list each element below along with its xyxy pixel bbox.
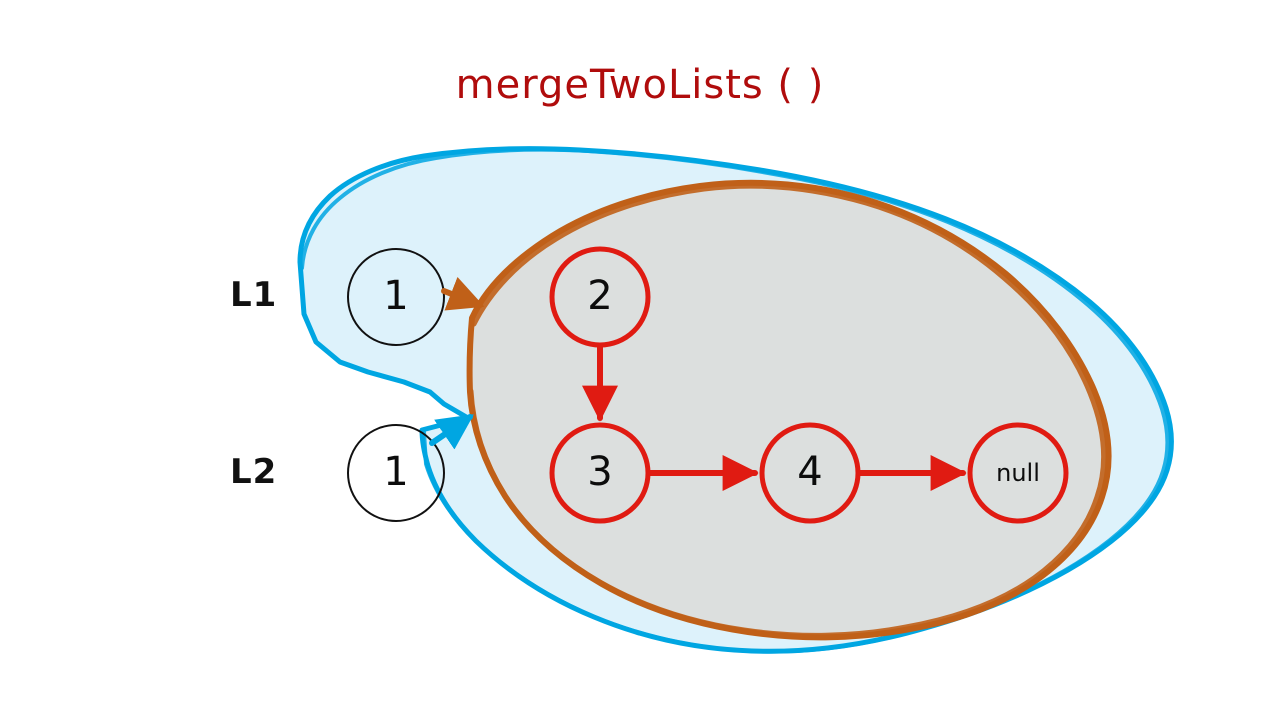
diagram-title: mergeTwoLists ( ) bbox=[455, 62, 825, 108]
brown-region-stroke-overlay bbox=[468, 183, 1107, 638]
node-label-merged-3: 3 bbox=[587, 449, 613, 495]
node-label-merged-2: 2 bbox=[587, 273, 613, 319]
blue-region-stroke-overlay bbox=[300, 147, 1170, 654]
edge-l2-into-region bbox=[429, 414, 474, 450]
node-label-merged-null: null bbox=[996, 459, 1040, 487]
list-label-l1: L1 bbox=[230, 275, 278, 315]
node-label-merged-4: 4 bbox=[797, 449, 823, 495]
node-circle-l2-head[interactable] bbox=[347, 424, 445, 522]
node-label-l1-head: 1 bbox=[383, 273, 409, 319]
node-label-l2-head: 1 bbox=[383, 449, 409, 495]
edge-l1-into-region bbox=[441, 276, 485, 311]
list-label-l2: L2 bbox=[230, 452, 278, 492]
node-circle-l1-head[interactable] bbox=[347, 248, 445, 346]
node-circle-merged-null[interactable] bbox=[967, 422, 1069, 524]
